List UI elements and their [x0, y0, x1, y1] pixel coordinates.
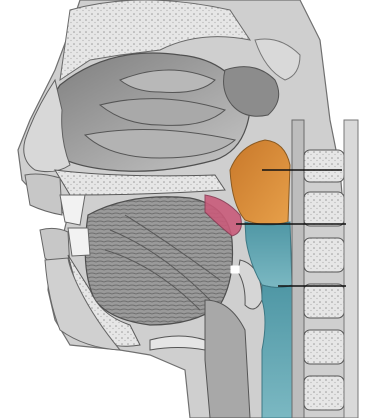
laryngopharynx-region	[262, 285, 296, 418]
upper-lip	[25, 174, 62, 215]
lower-teeth	[68, 228, 90, 256]
white-marker	[231, 266, 239, 273]
upper-teeth	[60, 195, 85, 225]
spinal-cord	[344, 120, 358, 418]
prevertebral-tissue	[292, 120, 304, 418]
hyoid-bone	[150, 336, 205, 350]
